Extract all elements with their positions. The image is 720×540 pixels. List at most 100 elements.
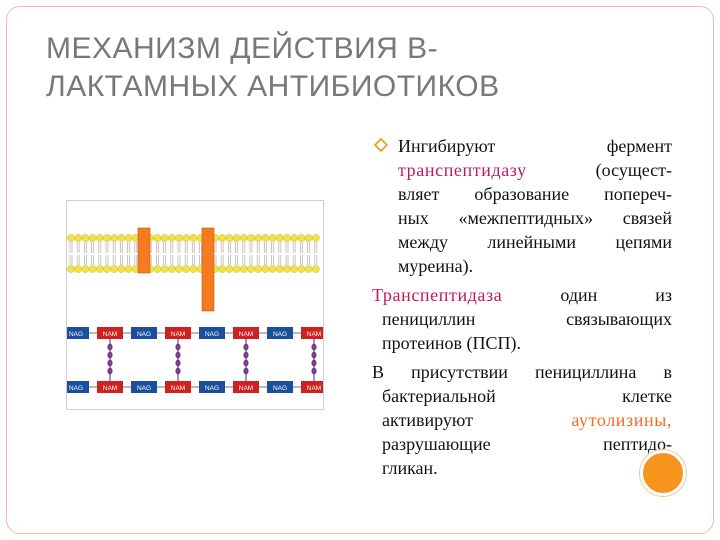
lipid-head (167, 265, 176, 273)
lipid-head (283, 265, 291, 273)
nam-sugar (301, 327, 323, 339)
membrane-protein (201, 227, 215, 312)
highlight-term: транспептидазу (398, 160, 527, 180)
amino-acid (107, 367, 113, 375)
bullet-line-1: Ингибируют фермент (398, 134, 672, 158)
amino-acid (175, 343, 181, 351)
amino-acid (243, 367, 249, 375)
membrane-protein (137, 227, 151, 274)
bottom-strand-label: NAM (103, 385, 117, 392)
lipid-head (124, 234, 133, 242)
text-segment: разрушающие (382, 434, 491, 454)
highlight-term: Транспептидаза (372, 285, 503, 305)
lipid-head (110, 265, 119, 273)
para2-line-3: протеинов (ПСП). (382, 333, 522, 353)
amino-acid (175, 351, 181, 359)
para3-line-4: разрушающие пептидо- (372, 432, 672, 456)
amino-acid (311, 359, 317, 367)
lipid-head (268, 265, 277, 273)
bottom-strand-label: NAG (273, 385, 287, 392)
highlight-term: аутолизины, (571, 410, 672, 430)
lipid-head (290, 265, 299, 273)
lipid-head (254, 234, 263, 242)
nam-sugar (165, 327, 191, 339)
amino-acid (107, 343, 113, 351)
lipid-head (67, 265, 75, 273)
para3-line-5: гликан. (382, 458, 438, 478)
title-line-1: МЕХАНИЗМ ДЕЙСТВИЯ В- (46, 32, 439, 65)
nag-sugar (131, 327, 157, 339)
bullet-line-6: муреина). (398, 256, 474, 276)
text-segment: Ингибируют (398, 136, 496, 156)
lipid-head (81, 265, 90, 273)
bottom-strand-label: NAM (171, 385, 185, 392)
nag-sugar (267, 381, 293, 393)
lipid-head (304, 265, 313, 273)
nam-sugar (97, 327, 123, 339)
nam-sugar (165, 381, 191, 393)
nag-sugar (199, 381, 225, 393)
lipid-head (167, 234, 176, 242)
nag-sugar (67, 381, 89, 393)
top-strand-label: NAG (273, 331, 287, 338)
title-line-2: ЛАКТАМНЫХ АНТИБИОТИКОВ (46, 70, 500, 103)
amino-acid (311, 351, 317, 359)
nam-sugar (97, 381, 123, 393)
lipid-head (254, 265, 263, 273)
bullet-line-4: ных «межпептидных» связей (398, 208, 672, 228)
lipid-head (175, 234, 183, 242)
lipid-head (117, 265, 126, 273)
bottom-strand-label: NAG (205, 385, 219, 392)
lipid-head (225, 234, 234, 242)
nag-sugar (199, 327, 225, 339)
bullet-line-5: между линейными цепями (398, 232, 672, 252)
nam-sugar (233, 327, 259, 339)
lipid-head (124, 265, 133, 273)
lipid-head (247, 234, 255, 242)
bullet-line-3: вляет образование попереч- (398, 184, 672, 204)
lipid-head (290, 234, 299, 242)
lipid-head (103, 265, 111, 273)
lipid-head (189, 265, 198, 273)
lipid-head (88, 234, 97, 242)
slide-text: Ингибируют фермент транспептидазу (осуще… (372, 134, 672, 480)
top-strand-label: NAG (69, 331, 83, 338)
lipid-head (153, 234, 162, 242)
lipid-head (182, 265, 191, 273)
slide-title: МЕХАНИЗМ ДЕЙСТВИЯ В- ЛАКТАМНЫХ АНТИБИОТИ… (46, 30, 666, 106)
lipid-head (81, 234, 90, 242)
nag-sugar (67, 327, 89, 339)
lipid-head (67, 234, 75, 242)
lipid-head (297, 265, 306, 273)
lipid-head (218, 234, 227, 242)
lipid-head (189, 234, 198, 242)
slide-frame (6, 6, 714, 534)
amino-acid (175, 359, 181, 367)
lipid-head (175, 265, 183, 273)
amino-acid (311, 343, 317, 351)
lipid-head (283, 234, 291, 242)
text-segment: (осущест- (595, 160, 672, 180)
amino-acid (243, 343, 249, 351)
para3-line-1: В присутствии пенициллина в (372, 362, 672, 382)
lipid-head (232, 234, 241, 242)
lipid-head (103, 234, 111, 242)
top-strand-label: NAG (137, 331, 151, 338)
nam-sugar (301, 381, 323, 393)
bottom-strand-label: NAM (239, 385, 253, 392)
bottom-strand-label: NAG (137, 385, 151, 392)
top-strand-label: NAM (171, 331, 185, 338)
top-strand-label: NAM (239, 331, 253, 338)
lipid-head (239, 234, 248, 242)
hollow-diamond-icon (374, 138, 388, 152)
paragraph-autolysins: В присутствии пенициллина в бактериально… (372, 360, 672, 480)
para3-line-3: активируют аутолизины, (372, 408, 672, 432)
text-segment: бактериальной (382, 386, 496, 406)
amino-acid (243, 359, 249, 367)
lipid-head (239, 265, 248, 273)
lipid-head (247, 265, 255, 273)
lipid-head (311, 265, 320, 273)
text-segment: один из (560, 285, 672, 305)
